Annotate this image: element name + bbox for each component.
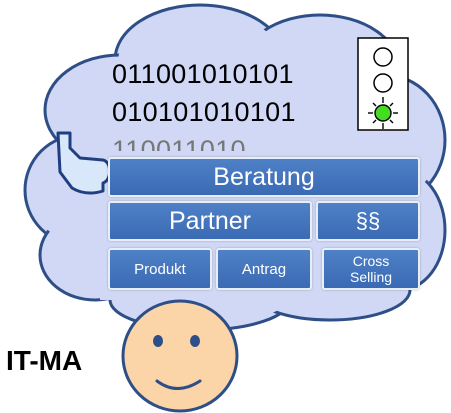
antrag-block: Antrag [216,248,312,290]
cross-selling-block: Cross Selling [322,248,420,290]
binary-line-3: 110011010 [112,135,246,151]
person-label: IT-MA [6,345,83,376]
smiley-face-icon [121,299,239,413]
traffic-light-yellow-lamp [373,73,393,93]
traffic-light-green-lamp [368,97,398,129]
traffic-light-red-lamp [373,47,393,67]
binary-line-2: 010101010101 [112,97,296,127]
partner-block: Partner [108,201,312,241]
beratung-block: Beratung [108,157,420,197]
binary-line-1: 011001010101 [112,59,294,89]
traffic-light-icon [357,37,409,131]
produkt-block: Produkt [108,248,212,290]
paragraph-block: §§ [316,201,420,241]
plug-icon [56,131,112,195]
